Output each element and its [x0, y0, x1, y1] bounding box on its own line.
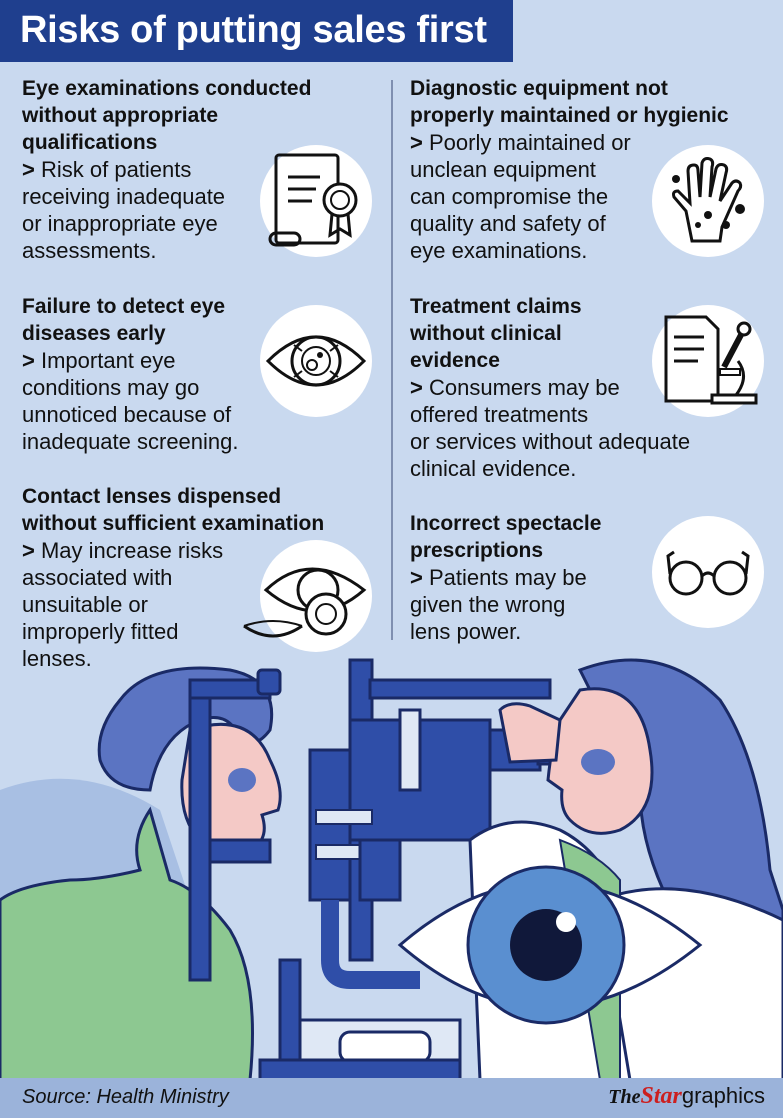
risk-title: Incorrect spectacle prescriptions — [410, 512, 602, 562]
risk-item-qualifications: Eye examinations conducted without appro… — [22, 75, 372, 264]
risk-title: Diagnostic equipment not properly mainta… — [410, 77, 729, 127]
eye-exam-illustration — [0, 658, 783, 1080]
risk-title: Treatment claims without clinical eviden… — [410, 295, 582, 372]
risk-item-prescriptions: Incorrect spectacle prescriptions > Pati… — [410, 510, 770, 645]
title-bar: Risks of putting sales first — [0, 0, 513, 62]
risk-item-contact-lenses: Contact lenses dispensed without suffici… — [22, 483, 372, 672]
risk-item-early-detection: Failure to detect eye diseases early > I… — [22, 293, 372, 455]
contact-lens-case-icon — [243, 620, 303, 638]
page-title: Risks of putting sales first — [20, 9, 487, 51]
contact-lens-icon — [260, 540, 372, 652]
footer: Source: Health Ministry TheStargraphics — [0, 1078, 783, 1118]
risk-description: > Risk of patients receiving inadequate … — [22, 157, 226, 263]
risk-description: > Important eye conditions may go unnoti… — [22, 348, 239, 454]
germ-hand-icon — [652, 145, 764, 257]
risk-description: > Patients may be given the wrong lens p… — [410, 565, 587, 644]
risk-title: Eye examinations conducted without appro… — [22, 77, 312, 154]
column-divider — [391, 80, 393, 640]
risk-title: Failure to detect eye diseases early — [22, 295, 226, 345]
risk-item-treatment-claims: Treatment claims without clinical eviden… — [410, 293, 770, 482]
glasses-icon — [652, 516, 764, 628]
risk-description: > Poorly maintained or unclean equipment… — [410, 130, 631, 263]
document-microscope-icon — [652, 305, 764, 417]
risk-description: > Consumers may be offered treatments or… — [410, 375, 691, 481]
certificate-icon — [260, 145, 372, 257]
source-credit: Source: Health Ministry — [22, 1086, 229, 1108]
diseased-eye-icon — [260, 305, 372, 417]
risk-title: Contact lenses dispensed without suffici… — [22, 485, 325, 535]
brand-logo: TheStargraphics — [608, 1083, 765, 1109]
risk-description: > May increase risks associated with uns… — [22, 538, 224, 671]
risk-item-equipment: Diagnostic equipment not properly mainta… — [410, 75, 770, 264]
